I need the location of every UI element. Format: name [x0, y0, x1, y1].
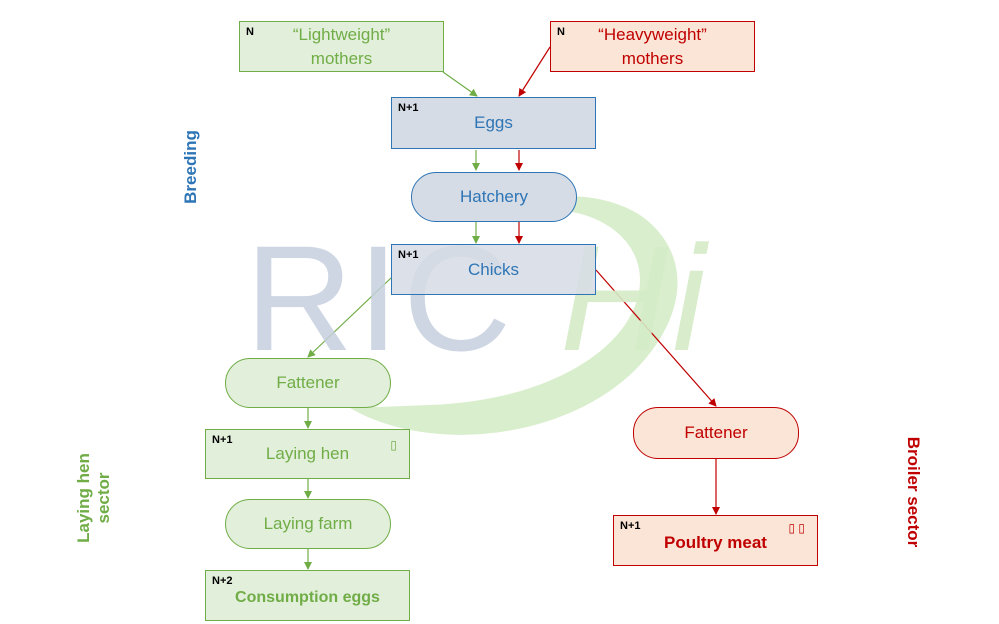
node-label: Consumption eggs [235, 588, 380, 606]
node-chicks: N+1 Chicks [391, 244, 596, 295]
node-fattener-layer: Fattener [225, 358, 391, 408]
node-label: Fattener [684, 423, 748, 442]
arrow-heavy-to-eggs [518, 46, 551, 97]
side-label-laying-sector: Laying hen sector [74, 453, 113, 543]
node-level-tag: N+1 [212, 434, 233, 446]
node-label: Hatchery [459, 187, 529, 206]
node-laying-hen: N+1 Laying hen ▯ [205, 429, 410, 479]
node-level-tag: N+1 [398, 102, 419, 114]
node-label: Laying hen [265, 444, 350, 463]
node-laying-farm: Laying farm [225, 499, 391, 549]
node-lightweight-mothers: N “Lightweight” mothers [239, 21, 444, 72]
node-level-tag: N [246, 26, 254, 38]
placeholder-box-icon: ▯ ▯ [788, 521, 805, 535]
node-label: Fattener [276, 373, 340, 392]
node-hatchery: Hatchery [411, 172, 577, 222]
node-level-tag: N+2 [212, 575, 233, 587]
node-label: “Lightweight” mothers [292, 24, 391, 68]
node-label: Laying farm [263, 514, 353, 533]
node-level-tag: N [557, 26, 565, 38]
node-label: Chicks [467, 259, 519, 279]
side-label-breeding: Breeding [181, 130, 200, 204]
watermark-logo [350, 196, 678, 435]
node-label: “Heavyweight” mothers [598, 24, 707, 68]
node-heavyweight-mothers: N “Heavyweight” mothers [550, 21, 755, 72]
arrow-chicks-to-fattener-right [595, 269, 717, 407]
arrow-light-to-eggs [442, 71, 478, 97]
node-poultry-meat: N+1 Poultry meat ▯ ▯ [613, 515, 818, 566]
side-label-broiler-sector: Broiler sector [904, 436, 923, 548]
node-fattener-broiler: Fattener [633, 407, 799, 459]
watermark-swoosh [350, 196, 678, 435]
watermark-text-ric: RIC [245, 214, 516, 382]
node-level-tag: N+1 [398, 249, 419, 261]
node-consumption-eggs: N+2 Consumption eggs [205, 570, 410, 621]
placeholder-box-icon: ▯ [390, 438, 397, 452]
node-level-tag: N+1 [620, 520, 641, 532]
watermark-text-hi: Hi [560, 214, 710, 382]
arrow-chicks-to-fattener-left [307, 277, 392, 358]
node-label: Eggs [474, 113, 513, 132]
node-eggs: N+1 Eggs [391, 97, 596, 149]
node-label: Poultry meat [664, 532, 767, 552]
